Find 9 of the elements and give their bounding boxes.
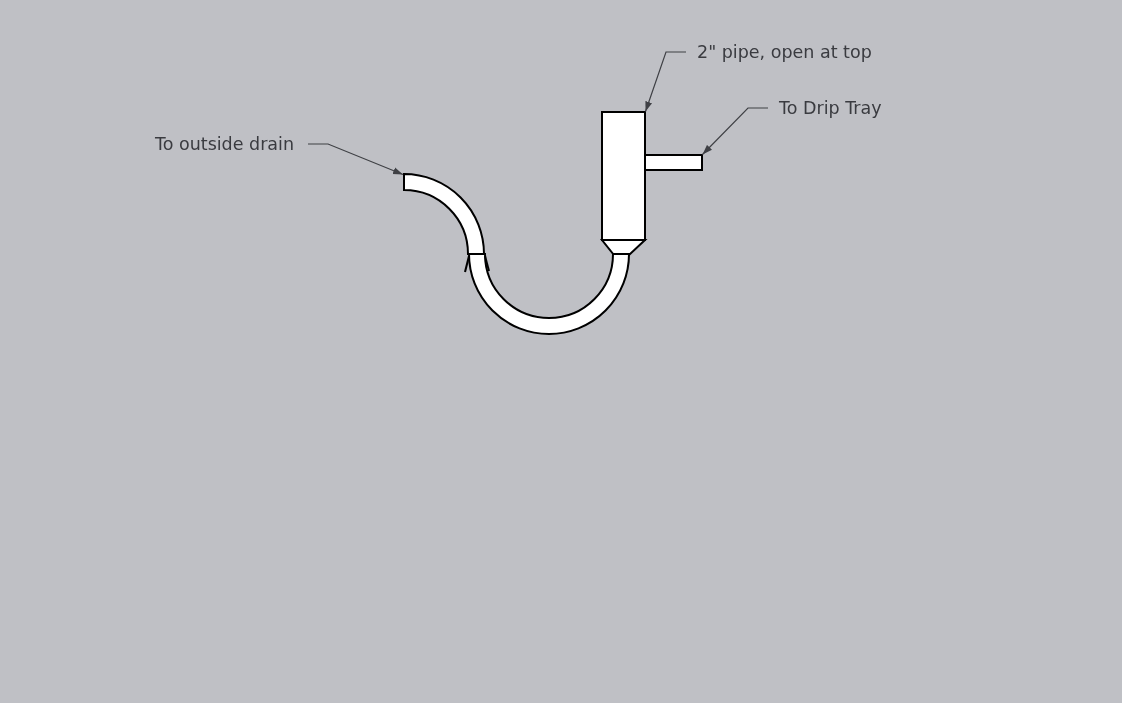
leader-line xyxy=(701,107,769,156)
leader-line xyxy=(307,143,404,176)
callout-label: To outside drain xyxy=(155,134,295,155)
side-pipe xyxy=(644,154,703,171)
vertical-pipe xyxy=(599,111,648,256)
drain-hose xyxy=(403,173,630,335)
leader-line xyxy=(644,51,687,113)
callout-label: 2" pipe, open at top xyxy=(697,42,872,63)
callout-label: To Drip Tray xyxy=(779,98,882,119)
